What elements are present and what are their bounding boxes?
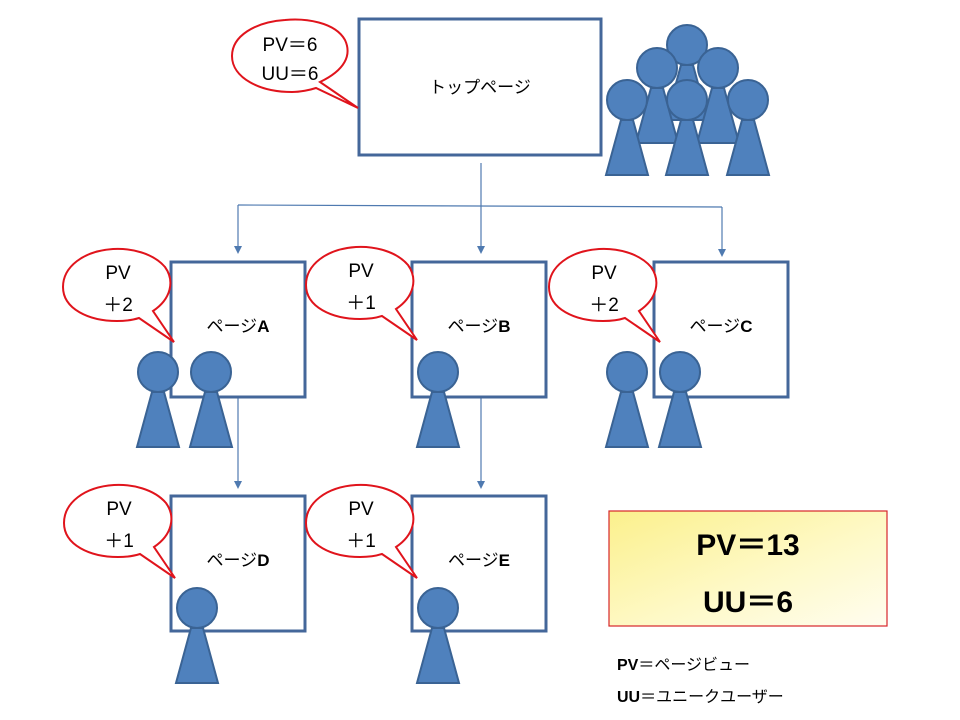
person-head xyxy=(727,79,769,121)
page-label-prefix: ページ xyxy=(448,317,499,337)
top-visitors xyxy=(604,24,771,176)
top-page-box[interactable] xyxy=(357,17,603,157)
person-head xyxy=(190,351,232,393)
person-head xyxy=(636,47,678,89)
visitor-icon-4 xyxy=(604,79,650,176)
summary-panel xyxy=(608,510,888,627)
arrow-to-c xyxy=(718,249,726,257)
person-body xyxy=(135,391,181,448)
person-head xyxy=(606,79,648,121)
person-head xyxy=(666,79,708,121)
connector-horizontal xyxy=(237,204,723,208)
page-label-prefix: ページ xyxy=(690,317,741,337)
page-label-b: ページB xyxy=(448,317,511,337)
pv-bubble-b: PV ＋1 xyxy=(304,245,418,341)
visitor-icon-c-2 xyxy=(657,351,703,448)
speech-bubble-icon xyxy=(304,483,418,579)
person-body xyxy=(415,391,461,448)
bubble-title: PV xyxy=(348,499,374,520)
person-head xyxy=(417,351,459,393)
legend: PV＝ページビュー UU＝ユニークユーザー xyxy=(617,655,784,706)
page-label-prefix: ページ xyxy=(207,317,258,337)
legend-pv: PV＝ページビュー xyxy=(617,655,750,674)
page-label-e: ページE xyxy=(448,551,510,571)
bubble-title: PV xyxy=(348,261,374,282)
pv-bubble-e: PV ＋1 xyxy=(304,483,418,579)
person-head xyxy=(659,351,701,393)
speech-bubble-icon xyxy=(547,247,661,343)
legend-uu: UU＝ユニークユーザー xyxy=(617,687,784,706)
legend-uu-meaning: ユニークユーザー xyxy=(656,687,784,706)
connectors xyxy=(234,163,726,489)
person-head xyxy=(697,47,739,89)
page-label-prefix: ページ xyxy=(207,551,258,571)
visitor-icon-d-1 xyxy=(174,587,220,684)
pv-bubble-c: PV ＋2 xyxy=(547,247,661,343)
bubble-title: PV xyxy=(591,263,617,284)
arrow-to-b xyxy=(477,246,485,254)
page-label-a: ページA xyxy=(207,317,270,337)
visitor-icon-b-1 xyxy=(415,351,461,448)
legend-pv-meaning: ページビュー xyxy=(654,655,750,674)
page-label-prefix: ページ xyxy=(448,551,499,571)
person-head xyxy=(417,587,459,629)
visitor-icon-c-1 xyxy=(604,351,650,448)
page-label-letter: D xyxy=(257,551,269,570)
visitor-icon-3 xyxy=(695,47,741,144)
page-label-letter: A xyxy=(257,317,269,336)
speech-bubble-icon xyxy=(230,18,359,109)
pv-bubble-a: PV ＋2 xyxy=(61,247,175,343)
bubble-title: PV xyxy=(106,499,132,520)
top-page-label: トップページ xyxy=(429,78,531,98)
pv-bubble-d: PV ＋1 xyxy=(62,483,176,579)
arrow-to-e xyxy=(477,481,485,489)
person-body xyxy=(604,391,650,448)
bubble-value: ＋2 xyxy=(589,295,619,316)
person-head xyxy=(606,351,648,393)
speech-bubble-icon xyxy=(62,483,176,579)
top-bubble-uu: UU＝6 xyxy=(261,64,318,85)
legend-pv-abbr: PV xyxy=(617,657,639,674)
arrow-to-a xyxy=(234,246,242,254)
person-head xyxy=(666,24,708,66)
visitor-icon-6 xyxy=(725,79,771,176)
legend-pv-eq: ＝ xyxy=(638,655,654,674)
bubble-value: ＋1 xyxy=(346,531,376,552)
person-body xyxy=(657,391,703,448)
bubble-value: ＋1 xyxy=(104,531,134,552)
bubble-value: ＋2 xyxy=(103,295,133,316)
summary-uu: UU＝6 xyxy=(703,586,793,619)
summary-box: PV＝13 UU＝6 xyxy=(608,510,888,627)
legend-uu-eq: ＝ xyxy=(640,687,656,706)
person-body xyxy=(415,627,461,684)
visitor-icon-a-1 xyxy=(135,351,181,448)
person-head xyxy=(137,351,179,393)
visitor-icon-a-2 xyxy=(188,351,234,448)
top-page-node[interactable]: トップページ xyxy=(357,17,603,157)
page-label-letter: C xyxy=(740,317,752,336)
legend-uu-abbr: UU xyxy=(617,689,640,706)
top-page-bubble: PV＝6 UU＝6 xyxy=(230,18,359,109)
speech-bubble-icon xyxy=(61,247,175,343)
bubble-value: ＋1 xyxy=(346,293,376,314)
top-bubble-pv: PV＝6 xyxy=(263,35,318,56)
summary-pv: PV＝13 xyxy=(696,529,799,562)
page-label-letter: B xyxy=(498,317,510,336)
page-label-d: ページD xyxy=(207,551,270,571)
visitor-icon-5 xyxy=(664,79,710,176)
bubble-title: PV xyxy=(105,263,131,284)
person-head xyxy=(176,587,218,629)
page-label-c: ページC xyxy=(690,317,753,337)
arrow-to-d xyxy=(234,481,242,489)
speech-bubble-icon xyxy=(304,245,418,341)
page-label-letter: E xyxy=(499,551,510,570)
person-body xyxy=(188,391,234,448)
person-body xyxy=(174,627,220,684)
visitor-icon-e-1 xyxy=(415,587,461,684)
